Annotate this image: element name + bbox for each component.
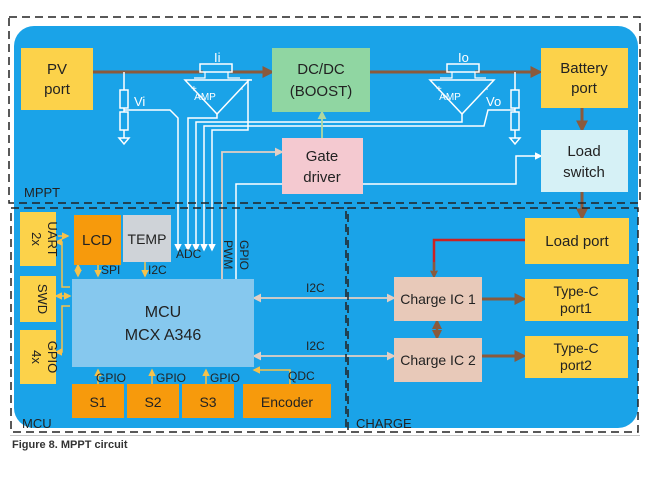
gate-driver-line2: driver bbox=[303, 169, 341, 186]
caption-rule bbox=[10, 435, 640, 436]
section-mppt-label: MPPT bbox=[24, 185, 60, 200]
i2c-charge2-label: I2C bbox=[306, 339, 325, 353]
dcdc-line2: (BOOST) bbox=[290, 83, 353, 100]
load-switch-block[interactable]: Load switch bbox=[541, 130, 628, 192]
i2c-charge1-label: I2C bbox=[306, 281, 325, 295]
encoder-label: Encoder bbox=[261, 394, 313, 410]
typec-2-line1: Type-C bbox=[553, 340, 598, 356]
amp-io-label: AMP bbox=[439, 92, 461, 103]
typec-1-line2: port1 bbox=[560, 300, 592, 316]
temp-label: TEMP bbox=[128, 231, 167, 247]
uart-block[interactable]: 2x UART bbox=[20, 212, 60, 266]
section-borders bbox=[8, 16, 641, 433]
typec-2-line2: port2 bbox=[560, 357, 592, 373]
io-label: Io bbox=[458, 50, 469, 65]
i2c-temp-label: I2C bbox=[148, 263, 167, 277]
battery-port-line2: port bbox=[571, 80, 598, 97]
io-sense-resistor bbox=[446, 63, 480, 73]
mcu-line2: MCX A346 bbox=[125, 327, 202, 344]
charge-ic-2-block[interactable]: Charge IC 2 bbox=[394, 338, 482, 382]
pv-port-block[interactable]: PV port bbox=[21, 48, 93, 110]
charge-ic-1-label: Charge IC 1 bbox=[400, 291, 476, 307]
adc-label: ADC bbox=[176, 247, 202, 261]
gpio-load-line bbox=[235, 152, 543, 280]
qdc-label: QDC bbox=[288, 369, 315, 383]
load-port-label: Load port bbox=[545, 233, 609, 250]
load-switch-line1: Load bbox=[567, 143, 600, 160]
section-mcu-label: MCU bbox=[22, 416, 52, 431]
swd-label: SWD bbox=[35, 284, 50, 314]
dcdc-line1: DC/DC bbox=[297, 61, 345, 78]
ii-sense-resistor bbox=[199, 63, 233, 73]
encoder-block[interactable]: Encoder bbox=[243, 384, 331, 418]
gpio-side-line2: GPIO bbox=[45, 341, 60, 374]
gate-driver-block[interactable]: Gate driver bbox=[282, 138, 363, 194]
gpio-side-line1: 4x bbox=[29, 350, 44, 364]
adc-signal-lines bbox=[184, 79, 515, 252]
mcu-block[interactable]: MCU MCX A346 bbox=[72, 279, 254, 367]
gate-driver-line1: Gate bbox=[306, 148, 339, 165]
charge-ic-1-block[interactable]: Charge IC 1 bbox=[394, 277, 482, 321]
uart-line2: UART bbox=[45, 221, 60, 256]
typec-1-line1: Type-C bbox=[553, 283, 598, 299]
pwm-line bbox=[221, 147, 284, 280]
vi-label: Vi bbox=[134, 94, 145, 109]
amp-ii bbox=[183, 72, 251, 116]
s3-block[interactable]: S3 bbox=[182, 384, 234, 418]
lcd-label: LCD bbox=[82, 232, 112, 249]
s2-label: S2 bbox=[144, 394, 161, 410]
amp-io bbox=[428, 72, 496, 116]
gpio-s2-label: GPIO bbox=[156, 371, 186, 385]
s1-label: S1 bbox=[89, 394, 106, 410]
load-port-block[interactable]: Load port bbox=[525, 218, 629, 264]
figure-caption: Figure 8. MPPT circuit bbox=[12, 439, 128, 451]
amp-ii-minus: - bbox=[240, 84, 243, 95]
spi-label: SPI bbox=[101, 263, 120, 277]
amp-ii-label: AMP bbox=[194, 92, 216, 103]
vo-label: Vo bbox=[486, 94, 501, 109]
amp-io-minus: - bbox=[485, 84, 488, 95]
s2-block[interactable]: S2 bbox=[127, 384, 179, 418]
lcd-block[interactable]: LCD bbox=[74, 215, 121, 265]
typec-2-block[interactable]: Type-C port2 bbox=[525, 336, 628, 378]
dcdc-block[interactable]: DC/DC (BOOST) bbox=[272, 48, 370, 112]
amp-ii-plus: + bbox=[191, 84, 197, 95]
side-interface-arrows bbox=[54, 232, 291, 384]
load-port-line bbox=[432, 238, 525, 270]
amp-io-plus: + bbox=[436, 84, 442, 95]
battery-port-line1: Battery bbox=[560, 60, 608, 77]
pv-port-line1: PV bbox=[47, 61, 67, 78]
swd-block[interactable]: SWD bbox=[20, 276, 56, 322]
typec-1-block[interactable]: Type-C port1 bbox=[525, 279, 628, 321]
load-switch-line2: switch bbox=[563, 164, 605, 181]
charge-ic-2-label: Charge IC 2 bbox=[400, 352, 476, 368]
uart-line1: 2x bbox=[29, 232, 44, 246]
gpio-side-block[interactable]: 4x GPIO bbox=[20, 330, 60, 384]
vi-divider bbox=[117, 72, 182, 252]
ii-label: Ii bbox=[214, 50, 221, 65]
gpio-vertical-label: GPIO bbox=[237, 240, 251, 270]
gpio-s1-label: GPIO bbox=[96, 371, 126, 385]
mcu-line1: MCU bbox=[145, 304, 181, 321]
pwm-label: PWM bbox=[221, 240, 235, 269]
s1-block[interactable]: S1 bbox=[72, 384, 124, 418]
temp-block[interactable]: TEMP bbox=[123, 215, 171, 262]
pv-port-line2: port bbox=[44, 81, 71, 98]
s3-label: S3 bbox=[199, 394, 216, 410]
battery-port-block[interactable]: Battery port bbox=[541, 48, 628, 108]
section-charge-label: CHARGE bbox=[356, 416, 412, 431]
gpio-s3-label: GPIO bbox=[210, 371, 240, 385]
power-path bbox=[92, 66, 588, 221]
